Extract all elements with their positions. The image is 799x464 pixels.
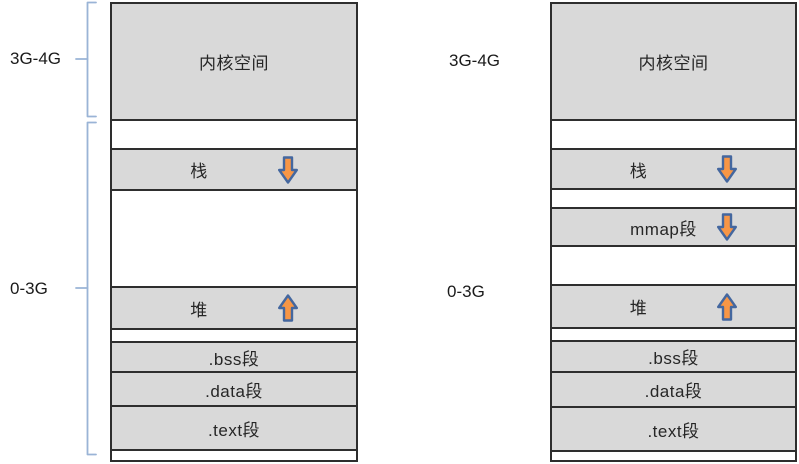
memory-segment-label: mmap段 [630,219,697,239]
memory-segment: .bss段 [112,341,356,371]
memory-segment: .text段 [552,406,795,450]
memory-segment-label: .text段 [647,421,700,441]
memory-segment-label: 栈 [190,162,208,181]
memory-segment [112,189,356,286]
diagram-without-mmap: 3G-4G 0-3G 内核空间 栈 [0,0,399,464]
memory-segment [112,119,356,148]
memory-segment-label: .bss段 [648,349,699,368]
range-bracket-icon [75,1,97,456]
memory-segment-label: 栈 [629,161,648,181]
memory-segment [112,449,356,460]
memory-segment [552,450,795,460]
memory-segment [552,245,795,284]
memory-segment: 内核空间 [552,4,795,119]
grow-up-arrow-icon [278,294,298,322]
memory-segment [552,188,795,207]
memory-segment-label: 堆 [629,299,648,318]
range-label-0-3g: 0-3G [10,279,48,298]
memory-segment-label: .data段 [205,381,263,401]
memory-segment [552,327,795,340]
memory-segment: 内核空间 [112,4,356,119]
grow-down-arrow-icon [717,155,737,183]
memory-segment [552,119,795,148]
memory-segment: 栈 [112,148,356,189]
memory-segment: .data段 [552,371,795,406]
memory-segment-label: 内核空间 [199,54,269,73]
memory-segment-label: 内核空间 [638,54,709,73]
grow-down-arrow-icon [717,213,737,241]
memory-segment-label: .text段 [207,420,261,440]
range-label-3g-4g: 3G-4G [449,51,501,70]
memory-segment: mmap段 [552,207,795,245]
memory-segment-label: .bss段 [208,349,260,369]
range-label-3g-4g: 3G-4G [10,49,62,68]
memory-segment [112,328,356,341]
diagram-with-mmap: 3G-4G 0-3G 内核空间 栈 [400,0,799,464]
memory-segment-label: 堆 [190,300,208,320]
grow-up-arrow-icon [717,292,737,321]
grow-down-arrow-icon [278,155,298,184]
memory-segment: 堆 [552,284,795,327]
memory-segment: 堆 [112,286,356,328]
memory-segment: 栈 [552,148,795,188]
memory-segment: .text段 [112,405,356,449]
range-label-0-3g: 0-3G [447,282,485,301]
memory-segment: .data段 [112,371,356,405]
memory-column-without-mmap: 内核空间 栈 堆 [110,2,358,462]
memory-segment: .bss段 [552,340,795,371]
memory-column-with-mmap: 内核空间 栈 mmap段 [550,2,797,462]
memory-segment-label: .data段 [644,382,703,401]
